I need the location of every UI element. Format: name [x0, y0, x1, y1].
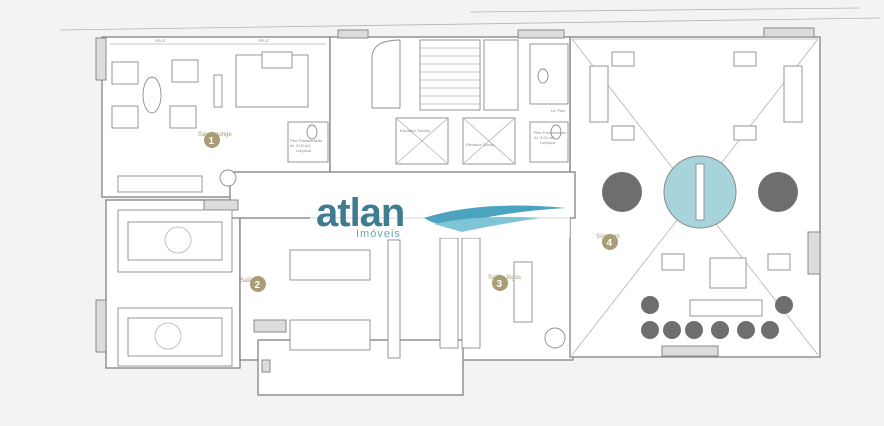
- logo-sub: Imóveis: [356, 228, 401, 240]
- elevator-social-label: Elevador Social: [466, 142, 494, 147]
- room-number-badge: 2: [250, 276, 266, 292]
- pne-right-label-2: Ar. 3,00 m2: [534, 135, 555, 140]
- company-logo: atlan Imóveis: [310, 186, 570, 240]
- elevator-service-label: Elevador Serviço: [400, 128, 431, 133]
- dining-tables: [289, 237, 566, 359]
- solarium: [571, 38, 819, 356]
- bath-right-label: Lit. Piso: [551, 108, 566, 113]
- salon-furniture: [117, 209, 233, 367]
- elevators: Elevador Serviço Elevador Social: [395, 117, 516, 165]
- room-number-badge: 4: [602, 234, 618, 250]
- split-label: SPLIT: [155, 38, 167, 43]
- room-number-badge: 1: [204, 132, 220, 148]
- staircase: [371, 39, 519, 111]
- lounge-furniture: [111, 51, 309, 193]
- pne-right-label-1: Piso Pavimentado: [534, 130, 567, 135]
- svg-text:4: 4: [607, 238, 613, 249]
- svg-text:2: 2: [255, 280, 261, 291]
- bathrooms: Piso Pavimentado Ar. 3,00 m2 Limpeza Pis…: [287, 43, 569, 163]
- pne-right-label-3: Limpeza: [540, 140, 556, 145]
- split-label: SPLIT: [258, 38, 270, 43]
- logo-word: atlan: [316, 191, 404, 235]
- room-number-badge: 3: [492, 275, 508, 291]
- pne-left-label-1: Piso Pavimentado: [290, 138, 323, 143]
- room2-label: Salão: [240, 278, 256, 284]
- svg-text:3: 3: [497, 279, 503, 290]
- svg-text:1: 1: [209, 136, 215, 147]
- pne-left-label-2: Ar. 3,00 m2: [290, 143, 311, 148]
- pne-left-label-3: Limpeza: [296, 148, 312, 153]
